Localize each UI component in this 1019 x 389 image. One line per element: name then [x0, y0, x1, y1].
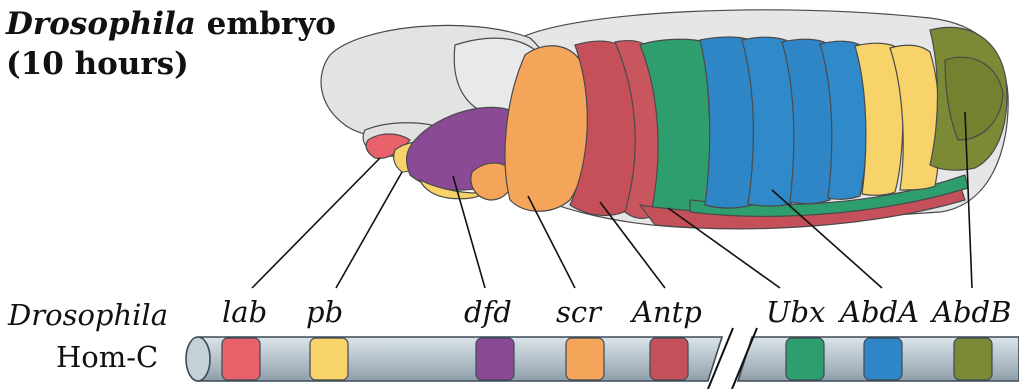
gene-label-abdb: AbdB — [929, 295, 1011, 329]
gene-band-pb — [310, 338, 348, 380]
gene-label-ubx: Ubx — [766, 295, 825, 329]
leader-pb — [336, 172, 402, 288]
gene-label-lab: lab — [222, 295, 267, 329]
gene-band-abdb — [954, 338, 992, 380]
gene-label-pb: pb — [306, 295, 343, 329]
gene-label-scr: scr — [556, 295, 603, 329]
gene-band-abda — [864, 338, 902, 380]
gene-band-antp — [650, 338, 688, 380]
chromosome-left — [198, 337, 722, 381]
embryo — [321, 10, 1008, 229]
gene-label-antp: Antp — [629, 295, 702, 329]
gene-band-lab — [222, 338, 260, 380]
chromosome-cap — [186, 337, 210, 381]
gene-labels: lab pb dfd scr Antp Ubx AbdA AbdB — [222, 295, 1011, 329]
gene-label-abda: AbdA — [837, 295, 919, 329]
gene-band-dfd — [476, 338, 514, 380]
gene-label-dfd: dfd — [464, 295, 512, 329]
leader-lab — [252, 158, 380, 288]
gene-band-scr — [566, 338, 604, 380]
gene-band-ubx — [786, 338, 824, 380]
